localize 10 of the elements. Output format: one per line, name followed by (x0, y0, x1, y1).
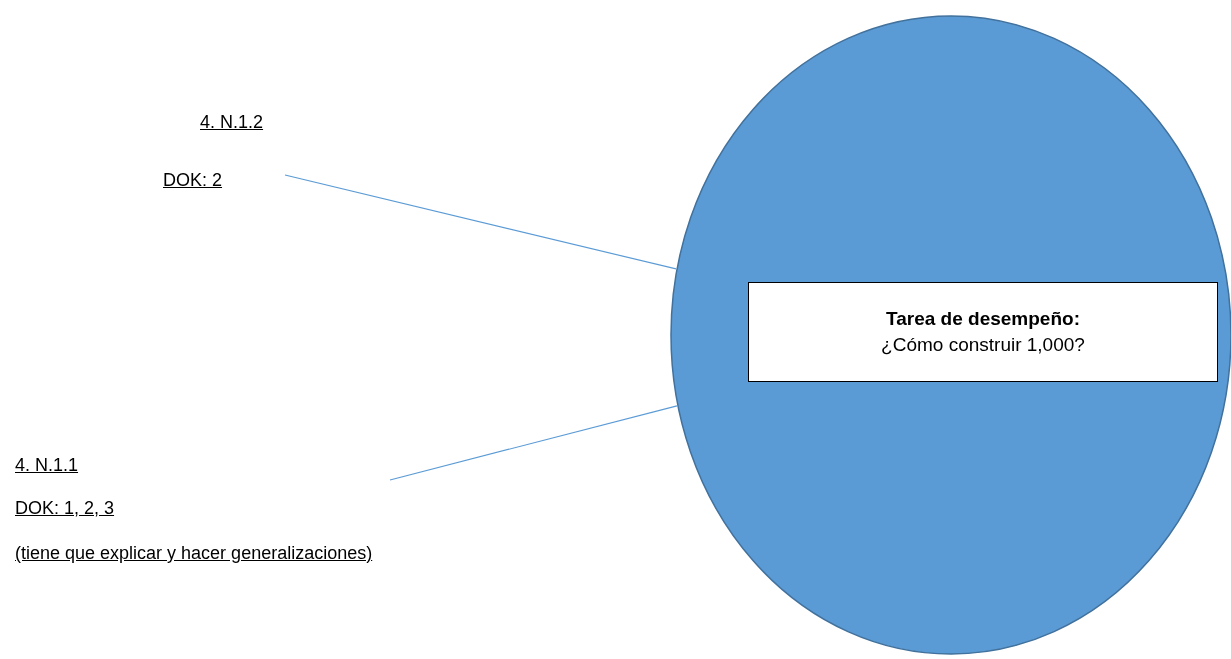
dok-level: DOK: 1, 2, 3 (15, 498, 115, 519)
task-question: ¿Cómo construir 1,000? (881, 333, 1085, 357)
connector-line (389, 405, 678, 481)
task-box (748, 282, 1218, 382)
connector-line (284, 174, 677, 270)
task-heading: Tarea de desempeño: (886, 307, 1080, 331)
dok-level: DOK: 2 (163, 170, 223, 191)
standard-code: 4. N.1.1 (15, 455, 79, 476)
standard-code: 4. N.1.2 (200, 112, 264, 133)
note-text: (tiene que explicar y hacer generalizaciones) (15, 543, 373, 564)
